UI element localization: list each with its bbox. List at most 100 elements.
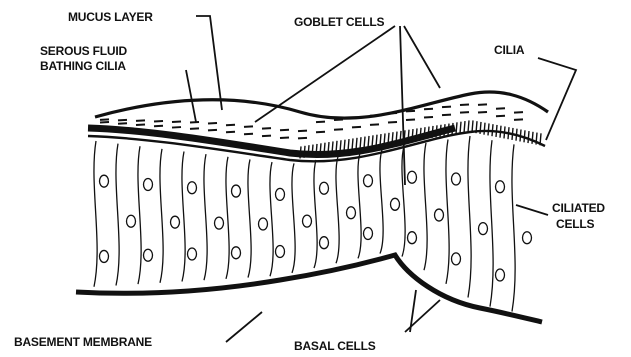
cilium xyxy=(472,120,473,132)
cell-nucleus xyxy=(479,223,488,235)
mucus-dash xyxy=(334,120,343,121)
cilium xyxy=(436,125,437,137)
label-basal-cells: BASAL CELLS xyxy=(294,339,376,353)
cilium xyxy=(420,128,421,140)
basement-membrane-leader xyxy=(226,312,262,342)
cell-wall xyxy=(490,140,493,306)
cell-wall xyxy=(314,160,317,268)
cell-wall xyxy=(336,157,339,264)
cell-wall xyxy=(138,146,141,284)
label-ciliated-cells-line1: CILIATED xyxy=(552,201,605,215)
cilium xyxy=(444,124,445,136)
mucus-dash xyxy=(424,109,433,110)
cell-wall xyxy=(380,150,383,254)
cilium xyxy=(356,138,357,150)
cell-nucleus xyxy=(496,269,505,281)
cilium xyxy=(448,124,449,136)
mucus-dash xyxy=(118,120,127,121)
cell-nucleus xyxy=(408,171,417,183)
mucus-dash xyxy=(136,120,145,121)
cilium xyxy=(348,139,349,151)
cilium xyxy=(344,140,345,152)
mucus-dash xyxy=(424,117,433,118)
cell-nucleus xyxy=(408,232,417,244)
labels: MUCUS LAYER GOBLET CELLS CILIA SEROUS FL… xyxy=(14,10,605,353)
cell-nucleus xyxy=(320,182,329,194)
cilium xyxy=(372,135,373,147)
cell-wall xyxy=(94,141,97,287)
cell-wall xyxy=(512,144,515,311)
cell-nucleus xyxy=(100,250,109,262)
cilium xyxy=(480,122,481,134)
cilium xyxy=(536,133,537,145)
mucus-dash xyxy=(370,124,379,125)
label-mucus-layer: MUCUS LAYER xyxy=(68,10,153,24)
cell-wall xyxy=(160,149,163,283)
mucus-dash xyxy=(298,131,307,132)
label-goblet-cells: GOBLET CELLS xyxy=(294,15,384,29)
mucus-dash xyxy=(226,125,235,126)
cilium xyxy=(440,125,441,137)
cilia-leader xyxy=(538,58,576,140)
mucus-dash xyxy=(208,130,217,131)
cell-nucleus xyxy=(452,253,461,265)
mucus-dash xyxy=(280,138,289,139)
cell-nucleus xyxy=(435,209,444,221)
cilium xyxy=(316,144,317,156)
basement-membrane-line xyxy=(76,255,542,322)
mucus-dash xyxy=(172,121,181,122)
cilium xyxy=(424,127,425,139)
mucus-dash xyxy=(100,122,109,123)
cell-nucleus xyxy=(259,218,268,230)
cell-wall xyxy=(468,136,471,298)
cilium xyxy=(304,146,305,158)
mucus-dash xyxy=(496,108,505,109)
cilium xyxy=(540,133,541,145)
mucus-dash xyxy=(316,132,325,133)
mucus-dash xyxy=(514,119,523,120)
label-serous-fluid-line1: SEROUS FLUID xyxy=(40,44,127,58)
cilium xyxy=(508,127,509,139)
cilium xyxy=(384,133,385,145)
cell-nucleus xyxy=(188,182,197,194)
cilium xyxy=(492,124,493,136)
mucus-dash xyxy=(190,128,199,129)
cilium xyxy=(520,130,521,142)
cilium xyxy=(392,132,393,144)
mucus-dash xyxy=(118,123,127,124)
cilium xyxy=(360,137,361,149)
cell-nucleus xyxy=(303,215,312,227)
cilium xyxy=(532,132,533,144)
cilium xyxy=(432,126,433,138)
cilium xyxy=(376,135,377,147)
cell-nucleus xyxy=(276,188,285,200)
cilium xyxy=(452,123,453,135)
mucus-dash xyxy=(442,107,451,108)
cilium xyxy=(464,121,465,133)
cilium xyxy=(312,145,313,157)
label-ciliated-cells-line2: CELLS xyxy=(556,217,595,231)
cell-nucleus xyxy=(391,198,400,210)
cilium xyxy=(496,125,497,137)
mucus-dash xyxy=(136,125,145,126)
cilium xyxy=(476,121,477,133)
mucus-dash xyxy=(334,129,343,130)
mucus-dash xyxy=(262,136,271,137)
cilium xyxy=(468,120,469,132)
mucus-dash xyxy=(226,132,235,133)
cell-nucleus xyxy=(144,178,153,190)
mucus-dash xyxy=(460,104,469,105)
mucus-dash xyxy=(370,115,379,116)
cilium xyxy=(412,129,413,141)
cell-nucleus xyxy=(452,173,461,185)
cilium xyxy=(400,131,401,143)
cell-nucleus xyxy=(276,246,285,258)
cilium xyxy=(380,134,381,146)
cilium xyxy=(524,130,525,142)
cilium xyxy=(484,123,485,135)
mucus-dash xyxy=(100,119,109,120)
cilium xyxy=(320,143,321,155)
cilium xyxy=(308,145,309,157)
cell-wall xyxy=(446,140,449,284)
